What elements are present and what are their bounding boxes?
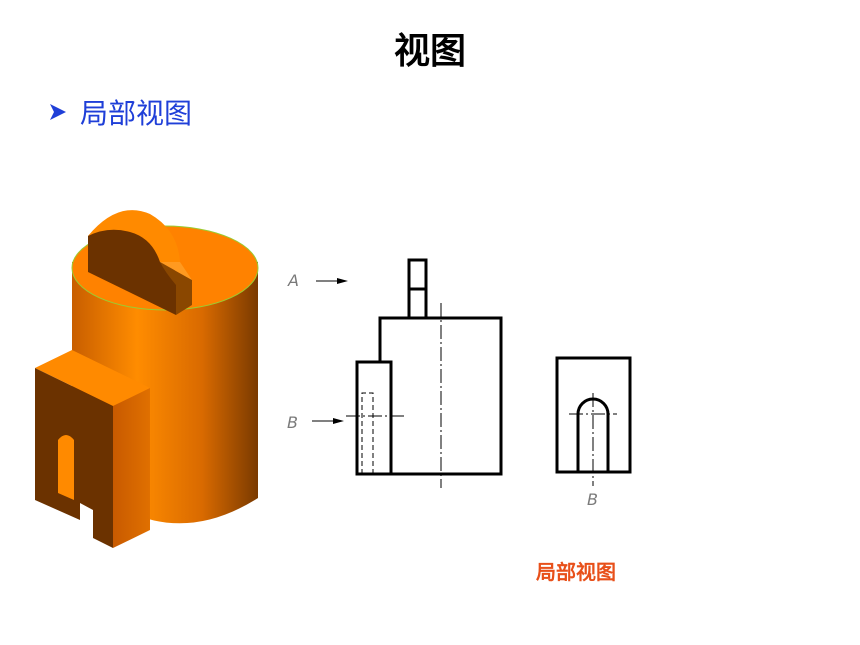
label-a: A xyxy=(287,271,299,290)
box-top xyxy=(35,350,150,406)
view-arrow-b xyxy=(312,418,344,424)
boss-side xyxy=(160,262,192,315)
caption-partial-view: 局部视图 xyxy=(536,560,616,584)
box-front-face xyxy=(113,388,150,548)
view-arrow-a xyxy=(316,278,348,284)
side-box-outline xyxy=(355,360,393,476)
label-b-view: B xyxy=(587,490,598,509)
arrow-bullet-icon xyxy=(50,104,66,120)
bullet-text: 局部视图 xyxy=(80,97,193,130)
front-view xyxy=(346,258,503,488)
label-b-side: B xyxy=(287,413,298,432)
box-slot xyxy=(58,435,74,500)
isometric-solid xyxy=(35,210,259,548)
page-title: 视图 xyxy=(393,31,466,72)
boss-top xyxy=(88,210,180,262)
hidden-line xyxy=(361,392,374,474)
bullet-item: 局部视图 xyxy=(48,94,192,130)
partial-view-b xyxy=(555,356,632,486)
